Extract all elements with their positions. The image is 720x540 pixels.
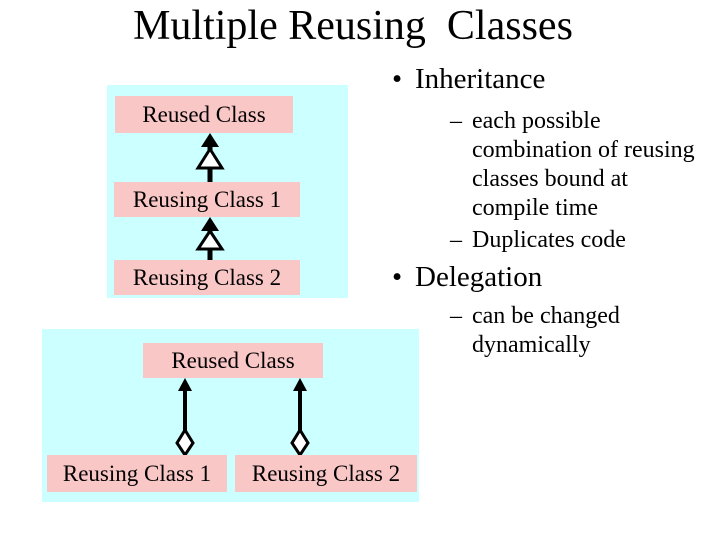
slide-title: Multiple Reusing Classes (133, 3, 573, 49)
inheritance-diagram: Reused Class Reusing Class 1 Reusing Cla… (107, 85, 348, 298)
bullet-delegation-label: Delegation (415, 261, 543, 293)
bullet-icon: • (392, 261, 403, 293)
bullet-inheritance: • Inheritance (392, 63, 545, 96)
delegation-diagram: Reused Class Reusing Class 1 Reusing Cla… (42, 329, 419, 502)
class-box-reusing-class-1: Reusing Class 1 (47, 455, 227, 492)
subbullet-each-possible: – each possible combination of reusing c… (450, 107, 695, 223)
bullet-icon: • (392, 63, 403, 95)
class-box-reused-class: Reused Class (115, 96, 293, 133)
generalization-arrow-icon (195, 133, 225, 182)
dash-icon: – (450, 303, 462, 329)
subbullet-duplicates-code: – Duplicates code (450, 226, 626, 255)
class-box-reused-class: Reused Class (143, 343, 323, 378)
subbullet-duplicates-code-text: Duplicates code (472, 227, 626, 253)
class-box-reusing-class-2: Reusing Class 2 (114, 260, 300, 295)
aggregation-arrow-icon (290, 378, 310, 456)
class-box-reusing-class-2: Reusing Class 2 (235, 455, 417, 492)
bullet-delegation: • Delegation (392, 261, 542, 294)
subbullet-can-be-changed: – can be changed dynamically (450, 302, 620, 360)
subbullet-each-possible-text: each possible combination of reusing cla… (472, 108, 695, 221)
dash-icon: – (450, 227, 462, 253)
dash-icon: – (450, 108, 462, 134)
subbullet-can-be-changed-text: can be changed dynamically (472, 303, 620, 358)
aggregation-arrow-icon (175, 378, 195, 456)
class-box-reusing-class-1: Reusing Class 1 (114, 182, 300, 217)
bullet-inheritance-label: Inheritance (415, 63, 546, 95)
generalization-arrow-icon (195, 217, 225, 260)
